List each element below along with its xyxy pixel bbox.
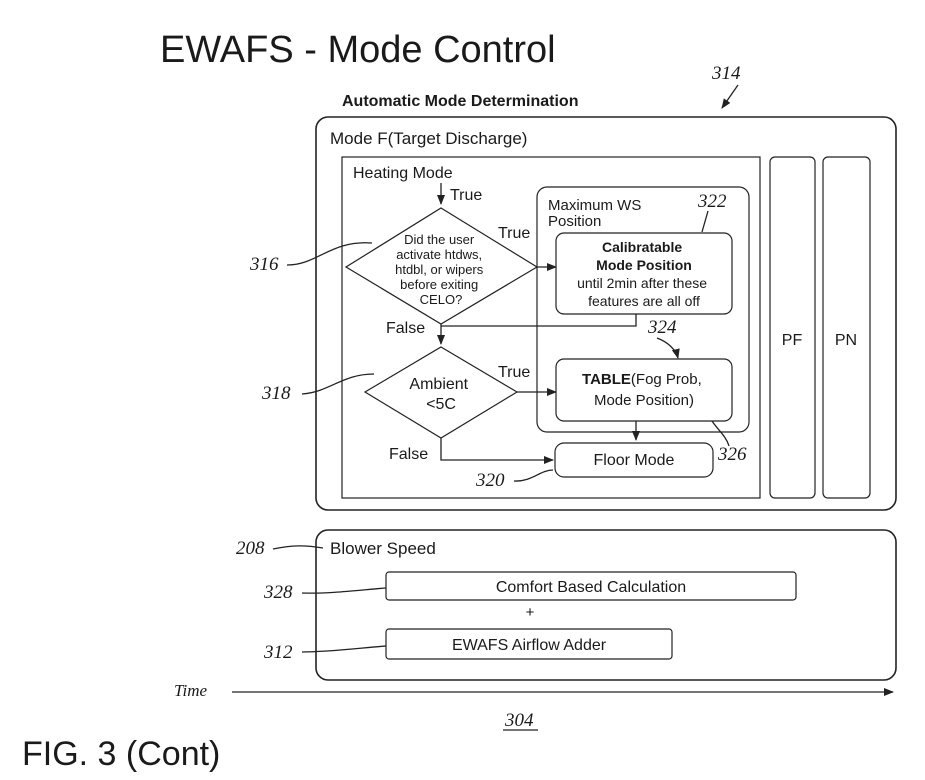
heating-mode-label: Heating Mode [353, 165, 453, 182]
ref-312-leader [301, 645, 387, 653]
comfort-calc-box [385, 571, 797, 601]
ref-318-leader [301, 373, 375, 395]
d2-false-label: False [389, 446, 428, 463]
floor-mode-box [554, 442, 714, 478]
ref-324: 324 [647, 317, 677, 338]
comfort-calc-label: Comfort Based Calculation [496, 579, 686, 596]
ref-318: 318 [261, 383, 291, 404]
ref-314: 314 [711, 63, 741, 84]
feedback-line [441, 314, 637, 327]
heating-mode-box [341, 156, 761, 499]
max-ws-label: Maximum WS Position [548, 197, 646, 230]
ref-322-leader [701, 210, 709, 233]
ref-322: 322 [697, 191, 727, 212]
d2-true-label: True [498, 364, 530, 381]
ref-304: 304 [504, 710, 534, 731]
ref-208: 208 [236, 538, 265, 559]
airflow-adder-box [385, 628, 673, 660]
pf-column [769, 156, 816, 499]
ref-326-leader [711, 420, 730, 447]
mode-panel [315, 116, 897, 511]
ref-316-leader [286, 242, 373, 266]
airflow-adder-label: EWAFS Airflow Adder [452, 637, 607, 654]
d1-true-label: True [498, 225, 530, 242]
d1-false-label: False [386, 320, 425, 337]
blower-speed-panel [315, 529, 897, 681]
calibratable-title: Calibratable Mode Position [596, 239, 692, 273]
ref-208-leader [272, 545, 324, 550]
ref-328: 328 [263, 582, 293, 603]
arrow-d2-false [440, 438, 554, 464]
ref-320: 320 [475, 470, 505, 491]
figure-label: FIG. 3 (Cont) [22, 735, 220, 773]
pn-column [822, 156, 871, 499]
decision-user-activate-text: Did the user activate htdws, htdbl, or w… [395, 232, 487, 307]
plus-sign: + [526, 604, 535, 621]
entry-true-label: True [450, 187, 482, 204]
page-title: EWAFS - Mode Control [160, 29, 556, 71]
table-text: TABLE(Fog Prob, Mode Position) [582, 371, 706, 409]
max-ws-box [536, 186, 750, 433]
pn-label: PN [835, 332, 857, 349]
calibratable-box [555, 232, 733, 315]
floor-mode-label: Floor Mode [594, 452, 675, 469]
ref-328-leader [301, 587, 387, 594]
decision-ambient-text: Ambient <5C [409, 376, 472, 413]
time-label: Time [174, 681, 208, 700]
calibratable-text: until 2min after these features are all … [577, 275, 711, 309]
ref-314-arrow [721, 84, 739, 109]
mode-panel-title: Mode F(Target Discharge) [330, 129, 527, 148]
section-header: Automatic Mode Determination [342, 93, 578, 110]
table-box [555, 358, 733, 422]
blower-speed-title: Blower Speed [330, 539, 436, 558]
ref-312: 312 [263, 642, 293, 663]
ref-316: 316 [249, 254, 279, 275]
ref-326: 326 [717, 444, 747, 465]
ref-320-leader [513, 469, 554, 482]
ref-324-arrow [656, 337, 680, 359]
pf-label: PF [782, 332, 803, 349]
